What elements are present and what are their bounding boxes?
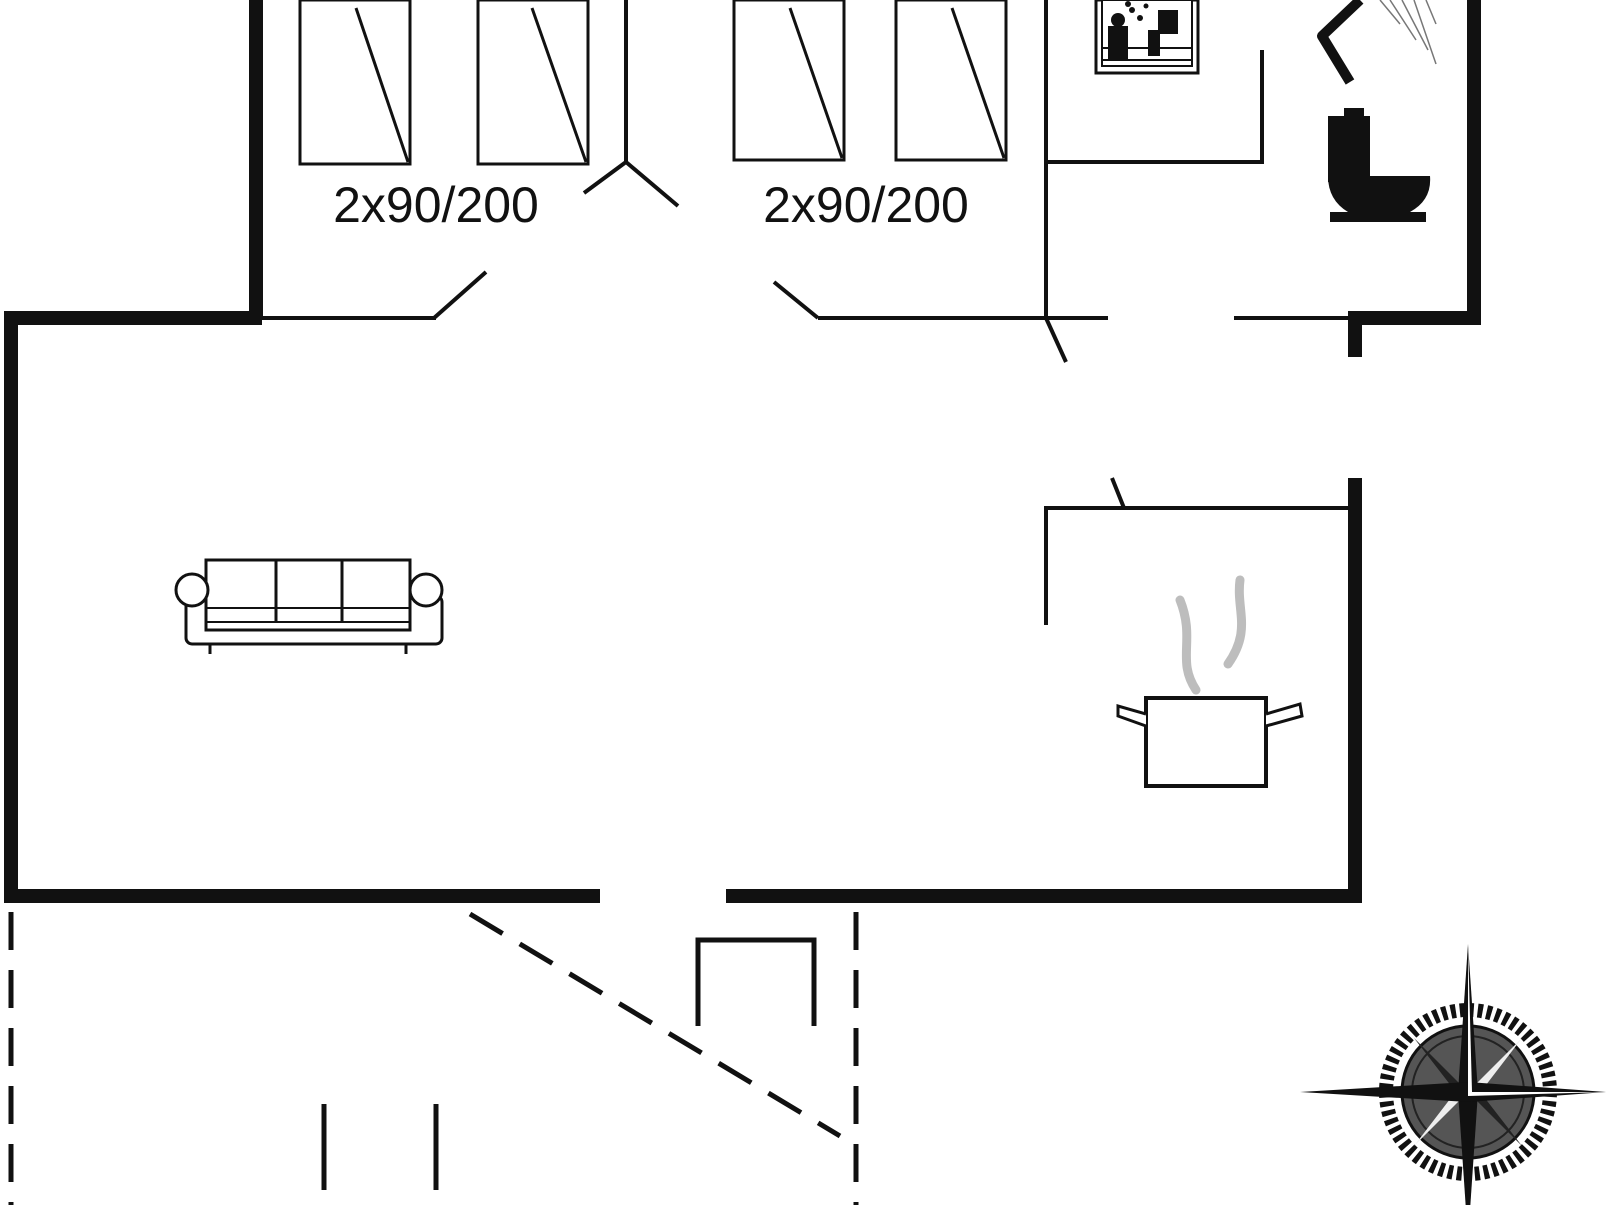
entrance-step xyxy=(695,937,817,1026)
single-bed-icon xyxy=(732,0,846,162)
single-bed-icon xyxy=(476,0,590,166)
terrace-outline xyxy=(8,911,859,1205)
door-swing xyxy=(624,160,680,208)
single-bed-icon xyxy=(894,0,1008,162)
sauna-icon xyxy=(1094,0,1200,75)
terrace-markers xyxy=(321,1104,439,1190)
beds-room-2 xyxy=(732,0,1008,162)
door-swing xyxy=(772,280,820,320)
door-swing xyxy=(582,160,628,195)
exterior-walls xyxy=(4,0,1481,903)
door-swing xyxy=(432,270,488,320)
cooking-pot-icon xyxy=(1116,575,1304,788)
interior-walls xyxy=(262,0,1350,625)
single-bed-icon xyxy=(298,0,412,166)
compass-rose-icon xyxy=(1300,944,1606,1205)
door-swings xyxy=(432,160,1126,509)
beds-room-1 xyxy=(298,0,590,166)
sofa-icon xyxy=(174,558,444,654)
shower-icon xyxy=(1317,0,1437,85)
bed-size-label: 2x90/200 xyxy=(763,177,969,233)
door-swing xyxy=(1044,317,1068,363)
door-swing xyxy=(1110,477,1126,509)
toilet-icon xyxy=(1328,108,1431,222)
bed-size-label: 2x90/200 xyxy=(333,177,539,233)
